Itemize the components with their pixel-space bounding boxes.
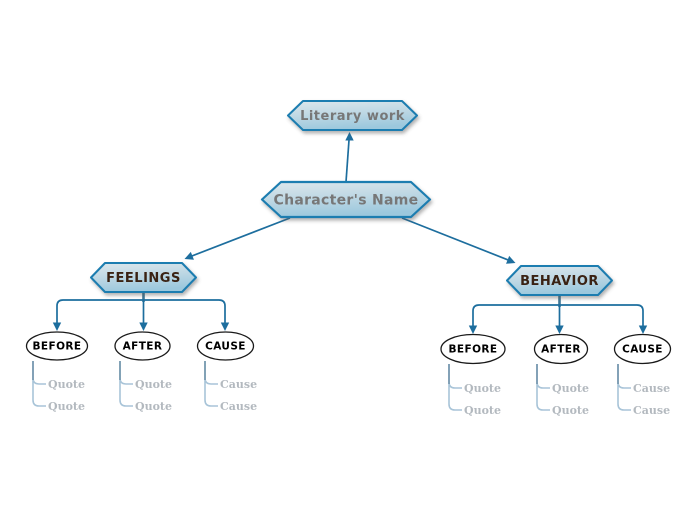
- node-behavior-cause[interactable]: CAUSE: [613, 333, 672, 365]
- behavior-shape[interactable]: [506, 265, 613, 296]
- feelings-before-label: BEFORE: [33, 341, 82, 353]
- item-feelings-cause-1[interactable]: Cause: [220, 378, 257, 391]
- node-behavior[interactable]: BEHAVIOR: [506, 265, 613, 296]
- item-behavior-after-quote-2[interactable]: Quote: [552, 404, 589, 417]
- arrowhead-to-behavior-icon: [506, 255, 516, 264]
- node-feelings-after[interactable]: AFTER: [114, 331, 171, 361]
- feelings-shape[interactable]: [90, 262, 197, 293]
- node-feelings-cause[interactable]: CAUSE: [196, 331, 255, 361]
- feelings-cause-shape[interactable]: [196, 331, 255, 361]
- connectors: [52, 132, 648, 334]
- node-feelings-before[interactable]: BEFORE: [25, 331, 89, 361]
- behavior-cause-shape[interactable]: [613, 333, 672, 365]
- item-behavior-cause-1[interactable]: Cause: [633, 382, 670, 395]
- arrowhead-feelings-before-icon: [52, 322, 62, 331]
- arrowhead-up-icon: [345, 132, 354, 141]
- feelings-after-shape[interactable]: [114, 331, 171, 361]
- node-feelings[interactable]: FEELINGS: [90, 262, 197, 293]
- node-behavior-before[interactable]: BEFORE: [440, 333, 506, 365]
- behavior-before-label: BEFORE: [449, 344, 498, 356]
- arrowhead-behavior-before-icon: [468, 325, 478, 334]
- feelings-comb: [56, 299, 226, 324]
- node-character-name[interactable]: Character's Name: [260, 180, 432, 219]
- arrowhead-behavior-cause-icon: [638, 325, 648, 334]
- behavior-comb: [472, 304, 644, 327]
- behavior-cause-label: CAUSE: [622, 344, 663, 356]
- feelings-after-label: AFTER: [123, 341, 163, 353]
- item-behavior-before-quote-1[interactable]: Quote: [464, 382, 501, 395]
- item-feelings-after-quote-2[interactable]: Quote: [135, 400, 172, 413]
- bracket-feelings-cause: [204, 361, 218, 407]
- behavior-before-shape[interactable]: [440, 333, 506, 365]
- character-name-shape[interactable]: [260, 180, 432, 219]
- arrowhead-feelings-after-icon: [139, 322, 148, 331]
- subtopic-items: Quote Quote Quote Quote Cause Cause Quot…: [48, 378, 670, 417]
- feelings-cause-label: CAUSE: [205, 341, 246, 353]
- item-feelings-before-quote-1[interactable]: Quote: [48, 378, 85, 391]
- behavior-after-shape[interactable]: [533, 333, 589, 365]
- arrowhead-behavior-after-icon: [555, 325, 564, 334]
- item-behavior-after-quote-1[interactable]: Quote: [552, 382, 589, 395]
- behavior-label: BEHAVIOR: [520, 274, 599, 289]
- connector-character-to-literary: [345, 139, 350, 183]
- connector-character-to-feelings: [187, 217, 291, 259]
- item-behavior-cause-2[interactable]: Cause: [633, 404, 670, 417]
- item-feelings-before-quote-2[interactable]: Quote: [48, 400, 85, 413]
- bracket-behavior-cause: [617, 364, 631, 411]
- bracket-behavior-before: [448, 364, 462, 411]
- node-literary-work[interactable]: Literary work: [287, 100, 418, 131]
- literary-work-label: Literary work: [300, 109, 405, 124]
- bracket-feelings-after: [119, 361, 133, 407]
- node-behavior-after[interactable]: AFTER: [533, 333, 589, 365]
- bracket-feelings-before: [32, 361, 46, 407]
- arrowhead-to-feelings-icon: [184, 251, 194, 260]
- bracket-behavior-after: [536, 364, 550, 411]
- arrowhead-feelings-cause-icon: [220, 322, 230, 331]
- connector-character-to-behavior: [401, 217, 513, 263]
- subtopic-brackets: [32, 361, 631, 411]
- item-feelings-after-quote-1[interactable]: Quote: [135, 378, 172, 391]
- literary-work-shape[interactable]: [287, 100, 418, 131]
- item-feelings-cause-2[interactable]: Cause: [220, 400, 257, 413]
- item-behavior-before-quote-2[interactable]: Quote: [464, 404, 501, 417]
- character-name-label: Character's Name: [274, 193, 419, 209]
- feelings-label: FEELINGS: [106, 271, 181, 286]
- behavior-after-label: AFTER: [541, 344, 581, 356]
- feelings-before-shape[interactable]: [25, 331, 89, 361]
